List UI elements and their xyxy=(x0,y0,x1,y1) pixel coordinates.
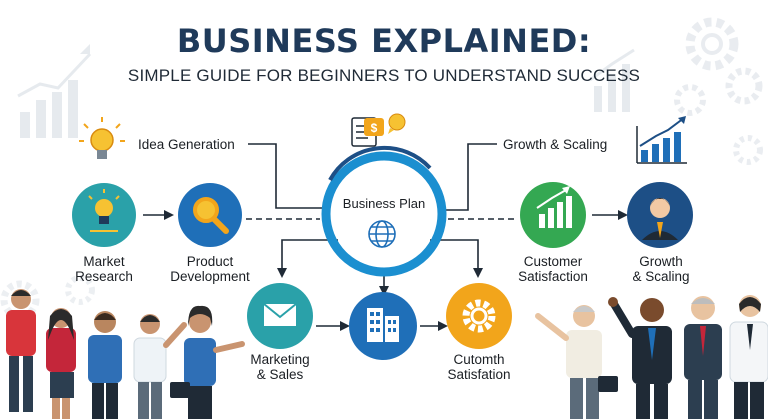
document-coin-icon: $ xyxy=(351,113,406,147)
background-chart-left-icon xyxy=(17,44,92,138)
businessman-node xyxy=(627,182,693,248)
custom-satisfation-label: Cutomth Satisfation xyxy=(432,352,526,382)
customer-satisfaction-label-line-1: Customer xyxy=(523,254,583,269)
envelope-icon xyxy=(247,283,313,349)
growth-scaling-right-label: Growth & Scaling xyxy=(616,254,706,284)
light-bulb-icon xyxy=(79,117,125,159)
page-subtitle: SIMPLE GUIDE FOR BEGINNERS TO UNDERSTAND… xyxy=(127,66,641,85)
customer-satisfaction-node xyxy=(520,182,586,248)
growth-scaling-right-label-line-2: & Scaling xyxy=(632,269,690,284)
business-plan-label: Business Plan xyxy=(342,196,426,211)
custom-satisfation-label-line-2: Satisfation xyxy=(447,367,511,382)
custom-satisfation-label-line-1: Cutomth xyxy=(453,352,505,367)
page-title: BUSINESS EXPLAINED: xyxy=(176,22,592,60)
customer-satisfaction-label: Customer Satisfaction xyxy=(505,254,601,284)
svg-text:$: $ xyxy=(371,121,378,135)
growth-scaling-top-label: Growth & Scaling xyxy=(503,137,608,152)
marketing-sales-label-line-2: & Sales xyxy=(256,367,304,382)
market-research-label-line-1: Market xyxy=(83,254,125,269)
gear-icon xyxy=(446,283,512,349)
product-development-label-line-1: Product xyxy=(186,254,234,269)
background-chart-right-icon xyxy=(589,48,635,112)
background-gears-icon xyxy=(674,17,763,165)
marketing-sales-label-line-1: Marketing xyxy=(250,352,310,367)
people-group-right xyxy=(535,295,768,419)
market-research-label-line-2: Research xyxy=(75,269,133,284)
market-research-label: Market Research xyxy=(58,254,150,284)
business-plan-node xyxy=(321,145,447,277)
customer-satisfaction-label-line-2: Satisfaction xyxy=(518,269,588,284)
globe-icon xyxy=(368,220,396,248)
connector-lines xyxy=(143,143,620,327)
market-research-node xyxy=(72,183,136,247)
idea-generation-label: Idea Generation xyxy=(138,137,235,152)
growth-chart-icon xyxy=(636,116,687,166)
product-development-label-line-2: Development xyxy=(170,269,250,284)
growth-scaling-right-label-line-1: Growth xyxy=(639,254,683,269)
magnifier-icon xyxy=(178,183,242,247)
marketing-sales-label: Marketing & Sales xyxy=(238,352,322,382)
background-gear-left-icon xyxy=(0,275,95,320)
connector-arrowheads xyxy=(164,210,628,331)
product-development-label: Product Development xyxy=(158,254,262,284)
building-icon xyxy=(349,292,417,360)
people-group-left xyxy=(6,289,245,419)
